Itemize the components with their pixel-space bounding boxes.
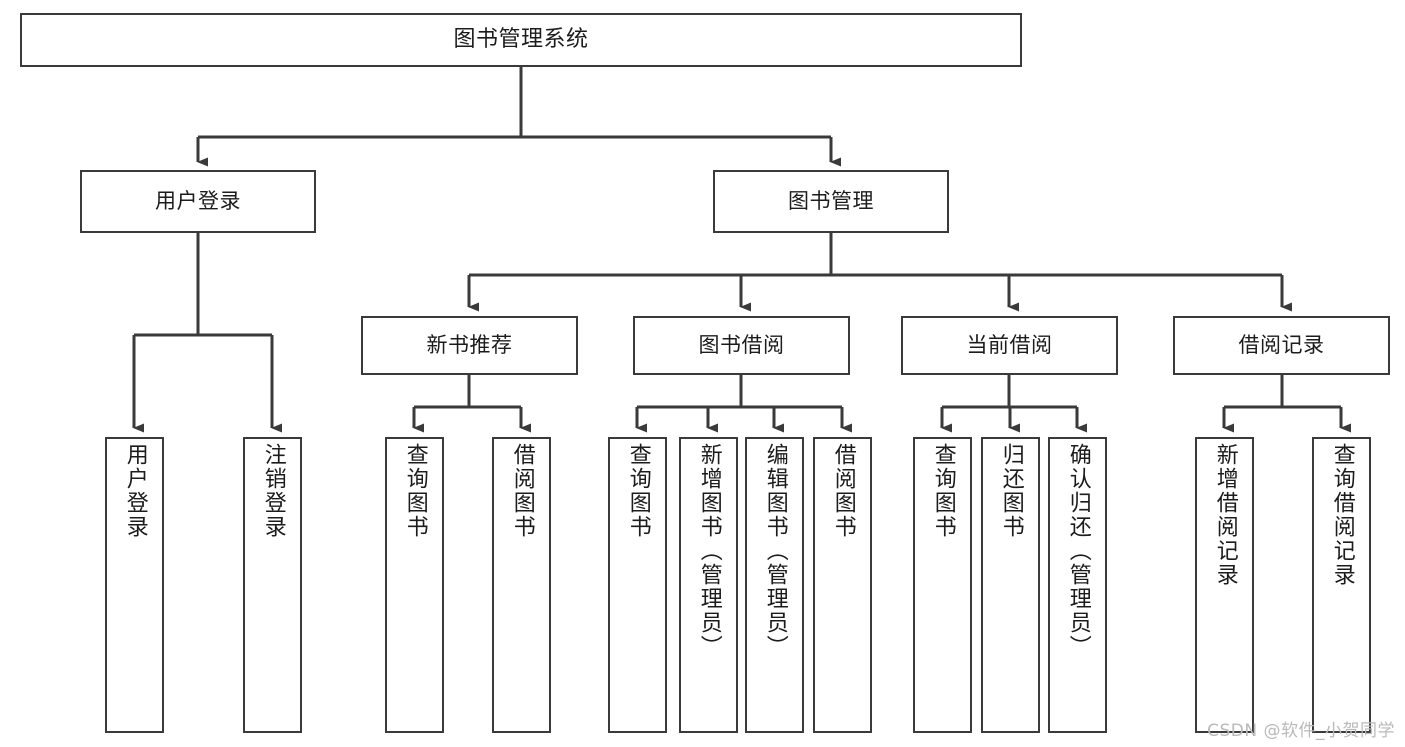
leaf-new-book-borrow-label: 借阅图书 (509, 443, 535, 539)
leaf-book-borrow-borrow[interactable]: 借阅图书 (813, 437, 872, 733)
node-root-label: 图书管理系统 (453, 27, 589, 53)
leaf-book-borrow-add[interactable]: 新增图书（管理员） (679, 437, 738, 733)
leaf-new-book-borrow[interactable]: 借阅图书 (492, 437, 551, 733)
node-current-borrow-label: 当前借阅 (966, 333, 1053, 358)
leaf-current-borrow-query[interactable]: 查询图书 (913, 437, 972, 733)
node-book-borrow[interactable]: 图书借阅 (633, 316, 850, 375)
node-current-borrow[interactable]: 当前借阅 (901, 316, 1118, 375)
leaf-book-borrow-edit-label: 编辑图书（管理员） (762, 443, 788, 659)
leaf-book-borrow-edit[interactable]: 编辑图书（管理员） (745, 437, 804, 733)
leaf-borrow-records-add[interactable]: 新增借阅记录 (1195, 437, 1254, 733)
node-root[interactable]: 图书管理系统 (20, 13, 1022, 67)
leaf-borrow-records-add-label: 新增借阅记录 (1212, 443, 1238, 587)
node-book-borrow-label: 图书借阅 (698, 333, 785, 358)
leaf-user-login-login[interactable]: 用户登录 (105, 437, 164, 733)
node-book-management-label: 图书管理 (788, 189, 874, 214)
leaf-current-borrow-query-label: 查询图书 (930, 443, 956, 539)
leaf-new-book-query[interactable]: 查询图书 (385, 437, 444, 733)
node-book-management[interactable]: 图书管理 (713, 170, 949, 233)
csdn-watermark: CSDN @软件_小贺同学 (1207, 721, 1395, 741)
leaf-user-login-login-label: 用户登录 (122, 443, 148, 539)
leaf-user-login-logout[interactable]: 注销登录 (243, 437, 302, 733)
node-user-login[interactable]: 用户登录 (80, 170, 316, 233)
leaf-book-borrow-query-label: 查询图书 (625, 443, 651, 539)
leaf-borrow-records-query-label: 查询借阅记录 (1329, 443, 1355, 587)
leaf-new-book-query-label: 查询图书 (402, 443, 428, 539)
leaf-book-borrow-add-label: 新增图书（管理员） (696, 443, 722, 659)
leaf-user-login-logout-label: 注销登录 (260, 443, 286, 539)
leaf-borrow-records-query[interactable]: 查询借阅记录 (1312, 437, 1371, 733)
leaf-current-borrow-confirm-label: 确认归还（管理员） (1065, 443, 1091, 659)
leaf-book-borrow-borrow-label: 借阅图书 (830, 443, 856, 539)
leaf-book-borrow-query[interactable]: 查询图书 (608, 437, 667, 733)
node-user-login-label: 用户登录 (155, 189, 241, 214)
node-borrow-records[interactable]: 借阅记录 (1173, 316, 1390, 375)
leaf-current-borrow-return[interactable]: 归还图书 (981, 437, 1040, 733)
node-borrow-records-label: 借阅记录 (1238, 333, 1325, 358)
leaf-current-borrow-confirm[interactable]: 确认归还（管理员） (1048, 437, 1107, 733)
node-new-book-recommend[interactable]: 新书推荐 (361, 316, 578, 375)
node-new-book-recommend-label: 新书推荐 (426, 333, 513, 358)
leaf-current-borrow-return-label: 归还图书 (998, 443, 1024, 539)
